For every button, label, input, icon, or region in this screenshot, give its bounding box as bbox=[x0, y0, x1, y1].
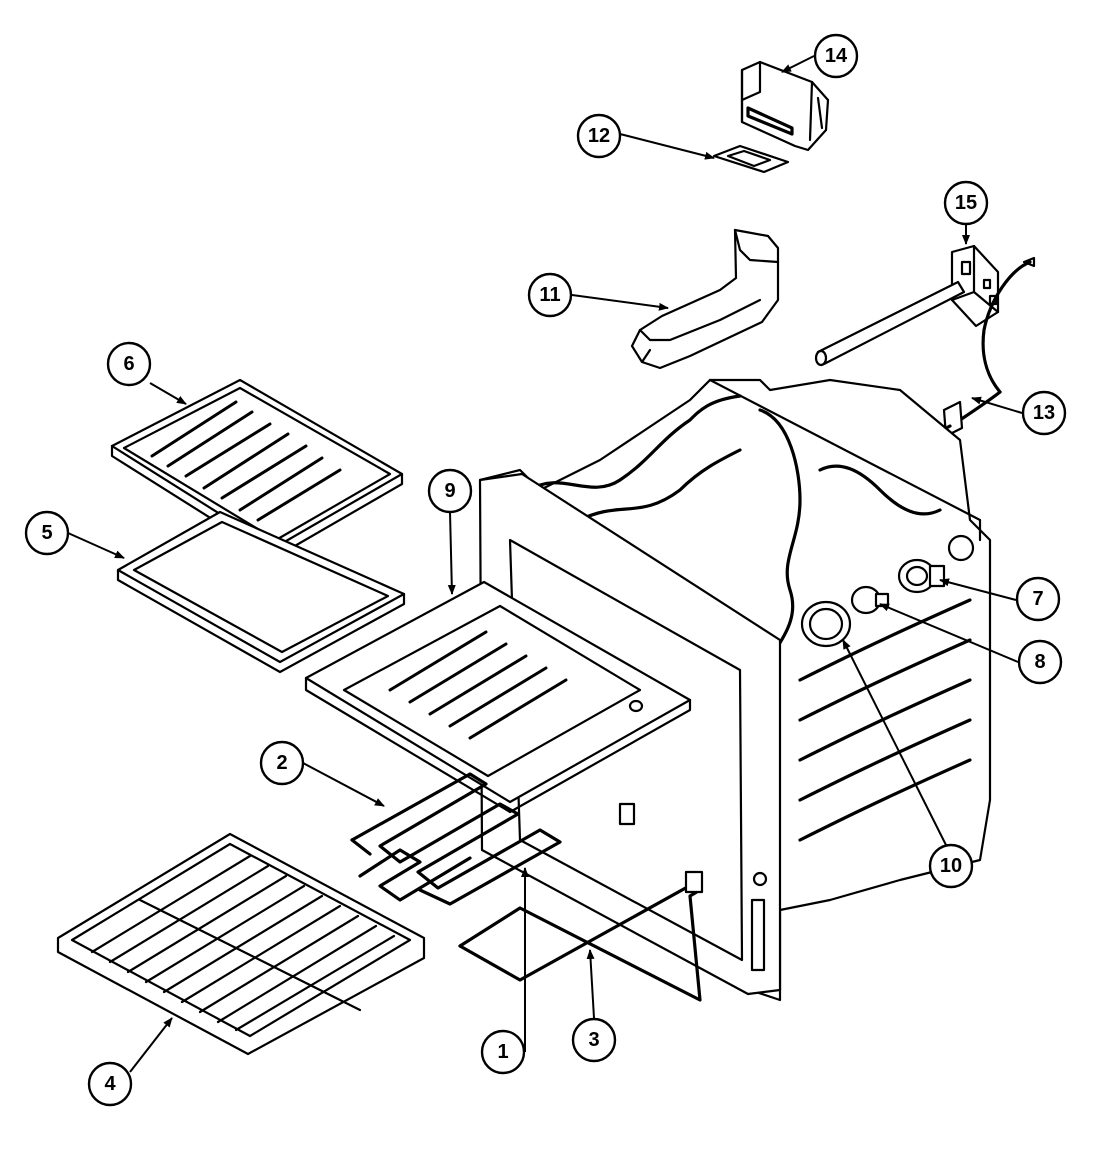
callout-2: 2 bbox=[259, 740, 305, 786]
callout-14: 14 bbox=[813, 33, 859, 79]
callout-label-5: 5 bbox=[41, 522, 52, 544]
callout-11: 11 bbox=[527, 272, 573, 318]
callout-label-14: 14 bbox=[825, 45, 848, 67]
callout-8: 8 bbox=[1017, 639, 1063, 685]
part-4-oven-rack bbox=[56, 832, 426, 1056]
leader-lines bbox=[67, 55, 1023, 1073]
callout-1: 1 bbox=[480, 1029, 526, 1075]
part-12-vent-gasket bbox=[712, 144, 790, 174]
callout-label-6: 6 bbox=[123, 353, 134, 375]
callout-6: 6 bbox=[106, 341, 152, 387]
part-2-bake-element bbox=[350, 772, 636, 906]
callout-label-4: 4 bbox=[104, 1073, 116, 1095]
callout-label-3: 3 bbox=[588, 1029, 599, 1051]
callout-label-11: 11 bbox=[539, 284, 560, 306]
callout-10: 10 bbox=[928, 843, 974, 889]
callout-15: 15 bbox=[943, 180, 989, 226]
part-7-light-socket bbox=[897, 558, 946, 594]
callout-4: 4 bbox=[87, 1061, 133, 1107]
callout-5: 5 bbox=[24, 510, 70, 556]
callout-label-12: 12 bbox=[588, 125, 610, 147]
callout-label-1: 1 bbox=[497, 1041, 508, 1063]
callout-label-8: 8 bbox=[1034, 651, 1045, 673]
part-13-wire-harness bbox=[926, 256, 1036, 440]
callout-label-13: 13 bbox=[1033, 402, 1055, 424]
callout-3: 3 bbox=[571, 1017, 617, 1063]
callout-label-10: 10 bbox=[940, 855, 962, 877]
part-3-lower-element bbox=[358, 848, 704, 1002]
part-10-light-lens bbox=[800, 600, 852, 648]
part-9-broil-element bbox=[304, 580, 692, 814]
callout-label-7: 7 bbox=[1032, 588, 1043, 610]
callout-9: 9 bbox=[427, 468, 473, 514]
callout-label-15: 15 bbox=[955, 192, 977, 214]
part-15-thermostat bbox=[814, 244, 1000, 367]
callout-label-9: 9 bbox=[444, 480, 455, 502]
callouts: 1 2 3 4 5 6 7 8 bbox=[24, 33, 1067, 1107]
part-14-vent-duct bbox=[740, 60, 830, 152]
part-11-oven-vent-tube bbox=[630, 228, 780, 370]
callout-13: 13 bbox=[1021, 390, 1067, 436]
callout-12: 12 bbox=[576, 113, 622, 159]
callout-label-2: 2 bbox=[276, 752, 287, 774]
part-5-broiler-pan bbox=[116, 510, 406, 674]
callout-7: 7 bbox=[1015, 576, 1061, 622]
